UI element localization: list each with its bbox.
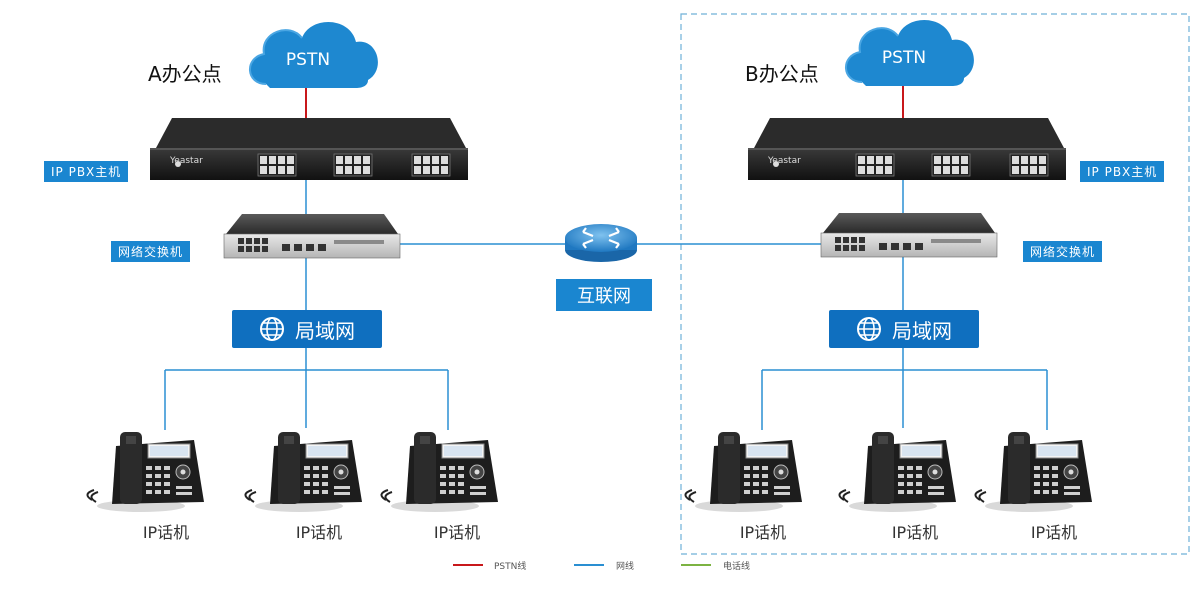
ip-phone-b3 [974,431,1093,513]
pbx-tag-b: IP PBX主机 [1080,161,1165,182]
ip-phone-a1 [86,431,205,513]
pbx-device-b [748,118,1066,180]
globe-icon [857,317,881,341]
switch-device-b [820,212,998,258]
ip-phone-a3 [380,431,499,513]
switch-tag-b: 网络交换机 [1023,241,1103,262]
pbx-device-a [150,118,468,180]
lan-label-a: 局域网 [295,318,355,343]
office-a-title: A办公点 [148,62,222,86]
ip-phone-b1 [684,431,803,513]
network-links [164,180,1048,430]
office-b-title: B办公点 [745,62,819,86]
legend-network-label: 网线 [616,562,635,572]
phone-label-a1: IP话机 [142,523,190,542]
lan-label-b: 局域网 [892,318,952,343]
router-icon [565,224,637,262]
internet-label: 互联网 [556,279,652,311]
pstn-label-a: PSTN [285,50,331,70]
pstn-label-b: PSTN [881,48,927,68]
office-b-boundary [680,13,1190,555]
lan-box-a: 局域网 [232,310,382,348]
pbx-tag-a: IP PBX主机 [44,161,129,182]
switch-device-a [223,213,401,259]
legend-phone-label: 电话线 [723,562,751,572]
phone-label-a3: IP话机 [433,523,481,542]
phone-label-b1: IP话机 [739,523,787,542]
legend-pstn-label: PSTN线 [494,562,527,572]
pbx-brand-b: Yeastar [768,156,801,166]
ip-phone-b2 [838,431,957,513]
phone-label-b3: IP话机 [1030,523,1078,542]
globe-icon [260,317,284,341]
ip-phone-a2 [244,431,363,513]
pbx-brand-a: Yeastar [170,156,203,166]
phone-label-a2: IP话机 [295,523,343,542]
lan-box-b: 局域网 [829,310,979,348]
phone-label-b2: IP话机 [891,523,939,542]
switch-tag-a: 网络交换机 [111,241,191,262]
